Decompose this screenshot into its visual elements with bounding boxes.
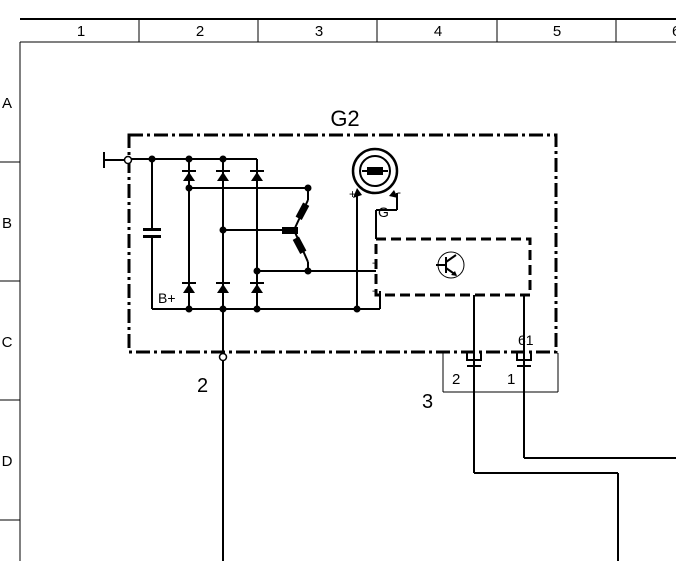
internal-wiring [103, 152, 676, 561]
connector-3-symbol [442, 332, 559, 393]
terminal-label-61: 61 [518, 332, 534, 348]
row-label-b: B [2, 215, 12, 232]
connector-label-3: 3 [422, 391, 433, 413]
terminal-d-plus [123, 155, 133, 165]
alternator-boundary [127, 133, 558, 354]
column-label-3: 3 [315, 23, 323, 40]
column-label-5: 5 [553, 23, 561, 40]
row-label-d: D [2, 453, 13, 470]
row-label-c: C [2, 334, 13, 351]
diode-symbols [182, 170, 264, 293]
terminal-b-plus [218, 352, 228, 362]
exciter-winding-symbol [351, 147, 399, 198]
wire-label-2: 2 [197, 375, 208, 397]
diagram-frame [0, 18, 676, 561]
column-label-6: 6 [672, 23, 676, 40]
column-label-4: 4 [434, 23, 442, 40]
regulator-minus-sign-lower: - [372, 286, 375, 297]
terminal-label-b-plus: B+ [158, 290, 176, 306]
capacitor-symbol [143, 228, 161, 238]
row-label-a: A [2, 95, 12, 112]
connector-pin-2: 2 [452, 371, 460, 388]
connector-pin-1: 1 [507, 371, 515, 388]
row-labels: A B C D [2, 95, 13, 470]
exciter-plus-sign: + [349, 187, 356, 201]
transistor-icon [436, 251, 465, 279]
exciter-minus-sign: - [397, 185, 401, 199]
stator-winding-symbol [280, 199, 310, 263]
component-label-g2: G2 [330, 106, 359, 131]
column-label-1: 1 [77, 23, 85, 40]
column-labels: 1 2 3 4 5 6 [77, 23, 676, 40]
regulator-boundary [374, 237, 532, 297]
column-label-2: 2 [196, 23, 204, 40]
terminal-label-g: G [378, 204, 389, 220]
regulator-minus-sign: - [372, 258, 375, 269]
junction-dots [148, 155, 361, 313]
